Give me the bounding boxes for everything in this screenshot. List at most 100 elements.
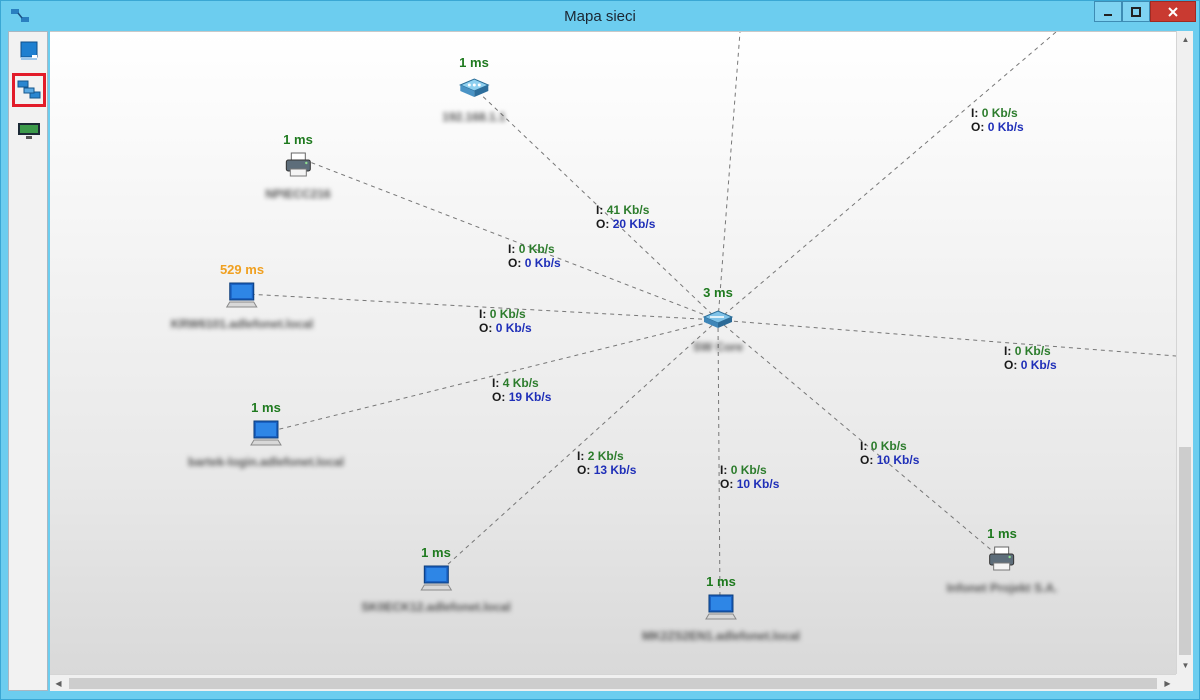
computer-icon [705, 594, 737, 620]
network-node-computer[interactable]: 1 ms MK2ZS2EN1.adlefonet.local [642, 574, 800, 643]
close-button[interactable] [1150, 1, 1196, 22]
network-node-computer[interactable]: 529 ms KRW6101.adlefonet.local [171, 262, 314, 331]
in-value: 0 Kb/s [518, 242, 555, 256]
traffic-label: I: 41 Kb/s O: 20 Kb/s [596, 203, 655, 231]
link-line [717, 32, 741, 321]
device-name: KRW6101.adlefonet.local [170, 317, 314, 331]
device-name: 192.168.1.1 [442, 110, 506, 124]
link-line [717, 319, 721, 605]
traffic-label: I: 0 Kb/s O: 10 Kb/s [720, 463, 779, 491]
link-line [301, 158, 719, 321]
out-label: O: [971, 120, 985, 134]
maximize-button[interactable] [1122, 1, 1150, 22]
vertical-scroll-thumb[interactable] [1179, 447, 1191, 655]
in-label: I: [720, 463, 728, 477]
out-value: 0 Kb/s [987, 120, 1024, 134]
traffic-label: I: 4 Kb/s O: 19 Kb/s [492, 376, 551, 404]
traffic-label: I: 0 Kb/s O: 0 Kb/s [479, 307, 532, 335]
out-value: 0 Kb/s [524, 256, 561, 270]
scrollbar-corner [1176, 674, 1193, 691]
link-line [267, 319, 719, 433]
out-label: O: [860, 453, 874, 467]
scroll-right-icon[interactable]: ▶ [1164, 679, 1171, 688]
out-label: O: [479, 321, 493, 335]
ping-label: 529 ms [219, 262, 265, 277]
hub-switch-node[interactable]: 3 ms SW Core [693, 285, 743, 354]
link-line [435, 319, 719, 576]
toolbar-network-map-button[interactable] [12, 73, 46, 107]
device-name: MK2ZS2EN1.adlefonet.local [641, 629, 801, 643]
network-node-computer[interactable]: 1 ms SK0ECK12.adlefonet.local [361, 545, 510, 614]
maximize-icon [1131, 6, 1141, 17]
traffic-label: I: 0 Kb/s O: 0 Kb/s [1004, 344, 1057, 372]
out-value: 13 Kb/s [593, 463, 637, 477]
in-value: 0 Kb/s [1014, 344, 1051, 358]
toolbar-monitor-button[interactable] [12, 114, 46, 148]
computer-icon [250, 420, 282, 446]
network-node-computer[interactable]: 1 ms bartek-login.adlefonet.local [188, 400, 344, 469]
ping-label: 1 ms [459, 55, 489, 70]
traffic-label: I: 0 Kb/s O: 0 Kb/s [971, 106, 1024, 134]
out-value: 19 Kb/s [508, 390, 552, 404]
in-value: 0 Kb/s [870, 439, 907, 453]
out-label: O: [1004, 358, 1018, 372]
horizontal-scroll-thumb[interactable] [69, 678, 1157, 689]
in-value: 41 Kb/s [606, 203, 650, 217]
out-label: O: [720, 477, 734, 491]
in-label: I: [492, 376, 500, 390]
in-label: I: [508, 242, 516, 256]
printer-icon [285, 152, 311, 177]
window-title: Mapa sieci [564, 8, 636, 25]
in-label: I: [479, 307, 487, 321]
link-line [717, 319, 1176, 357]
connection-lines [245, 32, 1176, 605]
minimize-button[interactable] [1094, 1, 1122, 22]
traffic-label: I: 0 Kb/s O: 0 Kb/s [508, 242, 561, 270]
out-value: 0 Kb/s [495, 321, 532, 335]
ping-label: 3 ms [703, 285, 733, 300]
out-label: O: [577, 463, 591, 477]
in-label: I: [1004, 344, 1012, 358]
title-bar[interactable]: Mapa sieci [1, 1, 1199, 31]
ping-label: 1 ms [706, 574, 736, 589]
in-value: 4 Kb/s [502, 376, 539, 390]
link-line [473, 87, 719, 321]
network-node-router[interactable]: 1 ms 192.168.1.1 [442, 55, 505, 124]
device-name: bartek-login.adlefonet.local [187, 455, 345, 469]
scroll-up-icon[interactable]: ▲ [1181, 35, 1190, 44]
network-node-printer[interactable]: 1 ms NPIECC216 [265, 132, 330, 201]
router-icon [458, 78, 490, 97]
monitor-icon [18, 123, 40, 139]
network-node-printer[interactable]: 1 ms Infonet Projekt S.A. [947, 526, 1058, 595]
link-line [245, 293, 719, 321]
computer-icon [226, 282, 258, 308]
computer-icon [420, 565, 452, 591]
in-label: I: [596, 203, 604, 217]
ping-label: 1 ms [421, 545, 451, 560]
device-name: SK0ECK12.adlefonet.local [361, 600, 511, 614]
out-label: O: [596, 217, 610, 231]
out-value: 20 Kb/s [612, 217, 656, 231]
ping-label: 1 ms [987, 526, 1017, 541]
device-icon [20, 41, 38, 60]
network-map-icon [11, 9, 29, 22]
vertical-scrollbar[interactable]: ▲ ▼ [1176, 31, 1193, 674]
device-name: SW Core [692, 340, 744, 354]
minimize-icon [1104, 13, 1112, 16]
printer-icon [989, 546, 1015, 571]
toolbar-device-button[interactable] [12, 34, 46, 68]
traffic-label: I: 0 Kb/s O: 10 Kb/s [860, 439, 919, 467]
traffic-label: I: 2 Kb/s O: 13 Kb/s [577, 449, 636, 477]
scroll-left-icon[interactable]: ◀ [55, 679, 62, 688]
side-toolbar [8, 31, 48, 691]
scroll-down-icon[interactable]: ▼ [1181, 661, 1190, 670]
close-icon [1168, 6, 1178, 17]
in-value: 2 Kb/s [587, 449, 624, 463]
out-value: 10 Kb/s [876, 453, 920, 467]
in-value: 0 Kb/s [730, 463, 767, 477]
network-map-canvas[interactable]: 3 ms SW Core 1 ms 192.168.1.1 1 ms [50, 31, 1176, 674]
link-line [717, 319, 1003, 560]
out-value: 0 Kb/s [1020, 358, 1057, 372]
horizontal-scrollbar[interactable]: ◀ ▶ [50, 674, 1176, 691]
